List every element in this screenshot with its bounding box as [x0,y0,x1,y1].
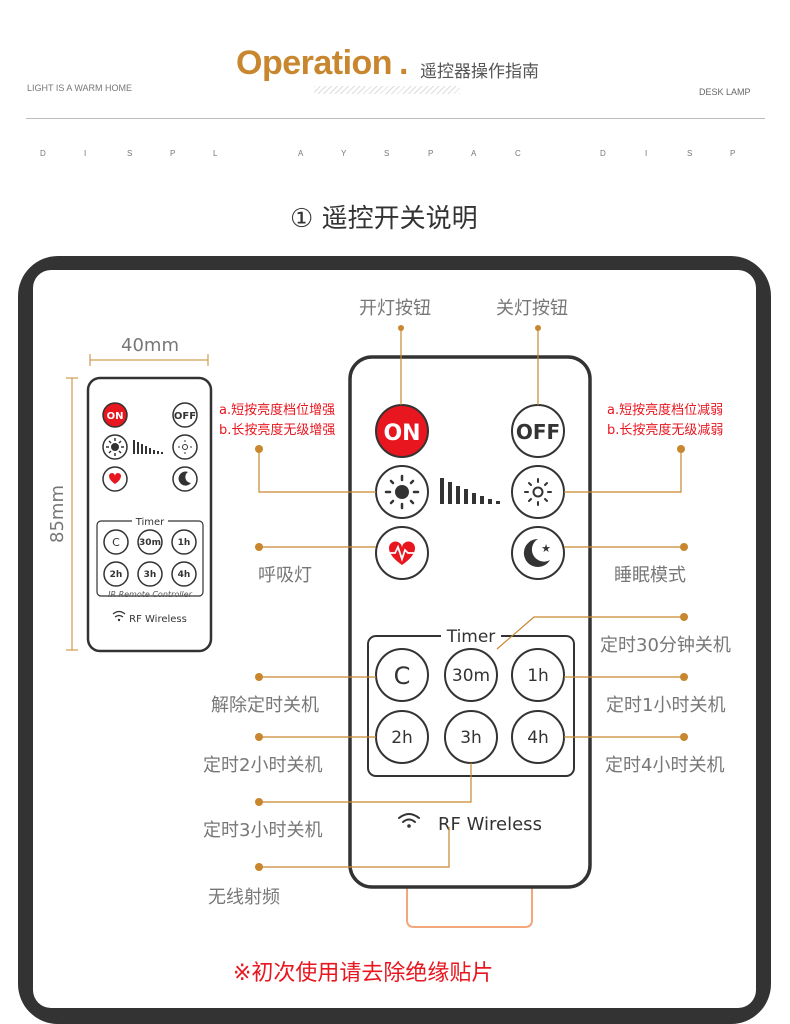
label-bright-up-b: b.长按亮度无级增强 [219,423,336,438]
label-bright-down-b: b.长按亮度无级减弱 [607,423,724,438]
spaced-letter: P [170,149,176,158]
label-bright-up-a: a.短按亮度档位增强 [219,403,336,418]
header-left-tag: LIGHT IS A WARM HOME [27,83,133,93]
spaced-letter: Y [341,149,347,158]
label-on-button: 开灯按钮 [359,298,431,319]
big-heart-icon [389,541,415,565]
big-timer-c: C [394,662,411,690]
big-timer-2h: 2h [391,728,413,748]
svg-text:★: ★ [541,542,551,555]
big-timer-3h: 3h [460,728,482,748]
pointer-lines [258,328,684,868]
spaced-letter: D [40,149,46,158]
small-timer-2h: 2h [110,570,123,580]
heart-icon [109,473,121,484]
spaced-letter: S [384,149,390,158]
spaced-letter: I [645,149,648,158]
big-brightness-bars-icon [440,478,500,504]
spaced-letter: L [213,149,218,158]
header-right-tag: DESK LAMP [699,87,751,97]
spaced-letter-row: D I S P L A Y S P A C D I S P [40,149,740,161]
big-timer-4h: 4h [527,728,549,748]
big-timer-label: Timer [446,627,496,647]
spaced-letter: A [471,149,477,158]
big-sun-dim-icon [532,486,544,498]
big-off-label: OFF [516,420,560,444]
small-timer-c: C [112,536,120,549]
small-timer-buttons: C 30m 1h 2h 3h 4h [103,529,197,587]
label-sleep: 睡眠模式 [614,565,686,586]
label-timer-cancel: 解除定时关机 [211,695,319,716]
header-subtitle: 遥控器操作指南 [420,62,539,82]
small-on-button [102,402,128,428]
pointer-dots [255,325,688,871]
header-divider [26,118,765,119]
sun-dim-icon [182,444,188,450]
small-timer-3h: 3h [144,570,157,580]
label-timer-3h: 定时3小时关机 [203,820,323,841]
big-bright-down-button [511,465,565,519]
small-wireless-label: RF Wireless [129,614,187,625]
spaced-letter: D [600,149,606,158]
header-title-dot: . [399,44,409,82]
label-timer-4h: 定时4小时关机 [605,755,725,776]
small-off-label: OFF [174,411,196,422]
small-timer-1h: 1h [178,538,191,548]
height-dimension-label: 85mm [47,485,68,543]
small-on-label: ON [107,411,124,422]
big-on-label: ON [383,421,420,446]
spaced-letter: P [428,149,434,158]
sun-icon [111,443,119,451]
big-moon-icon [523,538,550,567]
label-wireless: 无线射频 [208,887,280,908]
small-brand-label: IR Remote Controller [108,590,192,599]
label-bright-down-a: a.短按亮度档位减弱 [607,403,724,418]
label-timer-30m: 定时30分钟关机 [600,635,731,656]
moon-icon [178,471,191,486]
small-timer-4h: 4h [178,570,191,580]
spaced-letter: S [127,149,133,158]
big-timer-buttons: C 30m 1h 2h 3h 4h [375,648,565,764]
big-sun-icon [395,485,409,499]
header-title: Operation [236,44,393,82]
spaced-letter: I [84,149,87,158]
insulation-tab [406,887,533,928]
section-title: ① 遥控开关说明 [290,204,478,234]
small-bright-down-button [172,434,198,460]
big-timer-30m: 30m [452,666,490,686]
spaced-letter: S [687,149,693,158]
spaced-letter: A [298,149,304,158]
small-timer-label: Timer [135,517,165,528]
small-timer-30m: 30m [139,538,161,548]
label-off-button: 关灯按钮 [496,298,568,319]
header-hatch-decoration [314,86,460,94]
label-timer-2h: 定时2小时关机 [203,755,323,776]
big-sleep-button [511,526,565,580]
label-timer-1h: 定时1小时关机 [606,695,726,716]
small-wifi-icon [112,610,126,618]
big-timer-1h: 1h [527,666,549,686]
big-on-button [375,404,429,458]
big-wifi-icon [398,813,420,823]
label-breath: 呼吸灯 [258,565,312,586]
small-brightness-bars-icon [133,440,163,454]
usage-note: ※初次使用请去除绝缘贴片 [233,961,494,986]
big-wireless-label: RF Wireless [438,814,542,835]
spaced-letter: P [730,149,736,158]
big-remote: ON OFF ★ Ti [348,355,592,928]
small-off-button [172,402,198,428]
width-dimension-label: 40mm [121,335,179,356]
spaced-letter: C [515,149,521,158]
small-remote: 40mm 85mm ON OFF [47,335,213,653]
